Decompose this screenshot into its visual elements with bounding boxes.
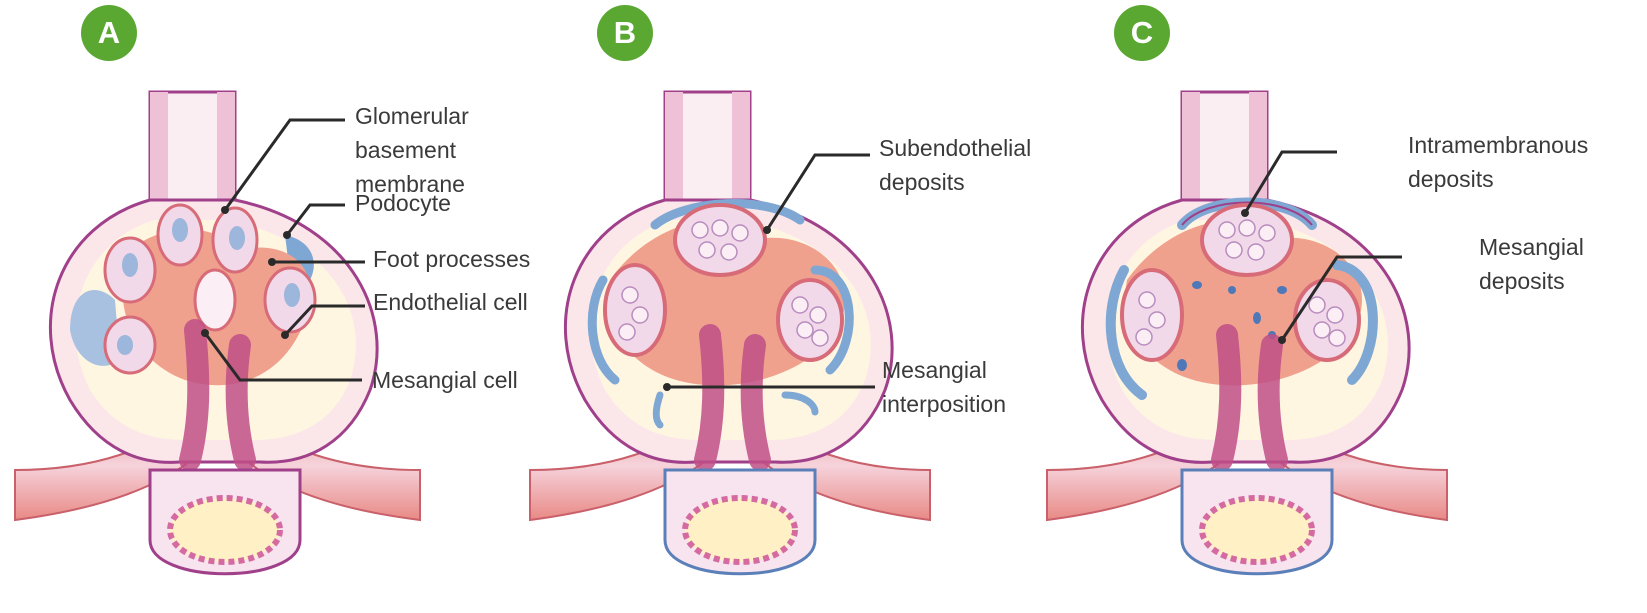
glomerulus-subendothelial-illustration: [515, 0, 1064, 613]
panel-badge: B: [597, 5, 653, 61]
glomerulus-intramembranous-illustration: [1032, 0, 1581, 613]
label-foot-processes: Foot processes: [373, 242, 530, 276]
label-subendothelial-deposits: Subendothelial deposits: [879, 131, 1031, 199]
label-mesangial-deposits: Mesangial deposits: [1479, 230, 1584, 298]
panel-a: A Glomerular basement membrane Podocyte …: [0, 0, 549, 613]
label-mesangial-cell: Mesangial cell: [372, 363, 518, 397]
panel-c: C Intramembranous deposits Mesangial dep…: [1032, 0, 1581, 613]
panel-badge: A: [81, 5, 137, 61]
panel-b: B Subendothelial deposits Mesangial inte…: [515, 0, 1064, 613]
label-endothelial-cell: Endothelial cell: [373, 285, 528, 319]
label-mesangial-interposition: Mesangial interposition: [882, 353, 1006, 421]
label-intramembranous-deposits: Intramembranous deposits: [1408, 128, 1588, 196]
label-podocyte: Podocyte: [355, 186, 451, 220]
panel-badge: C: [1114, 5, 1170, 61]
